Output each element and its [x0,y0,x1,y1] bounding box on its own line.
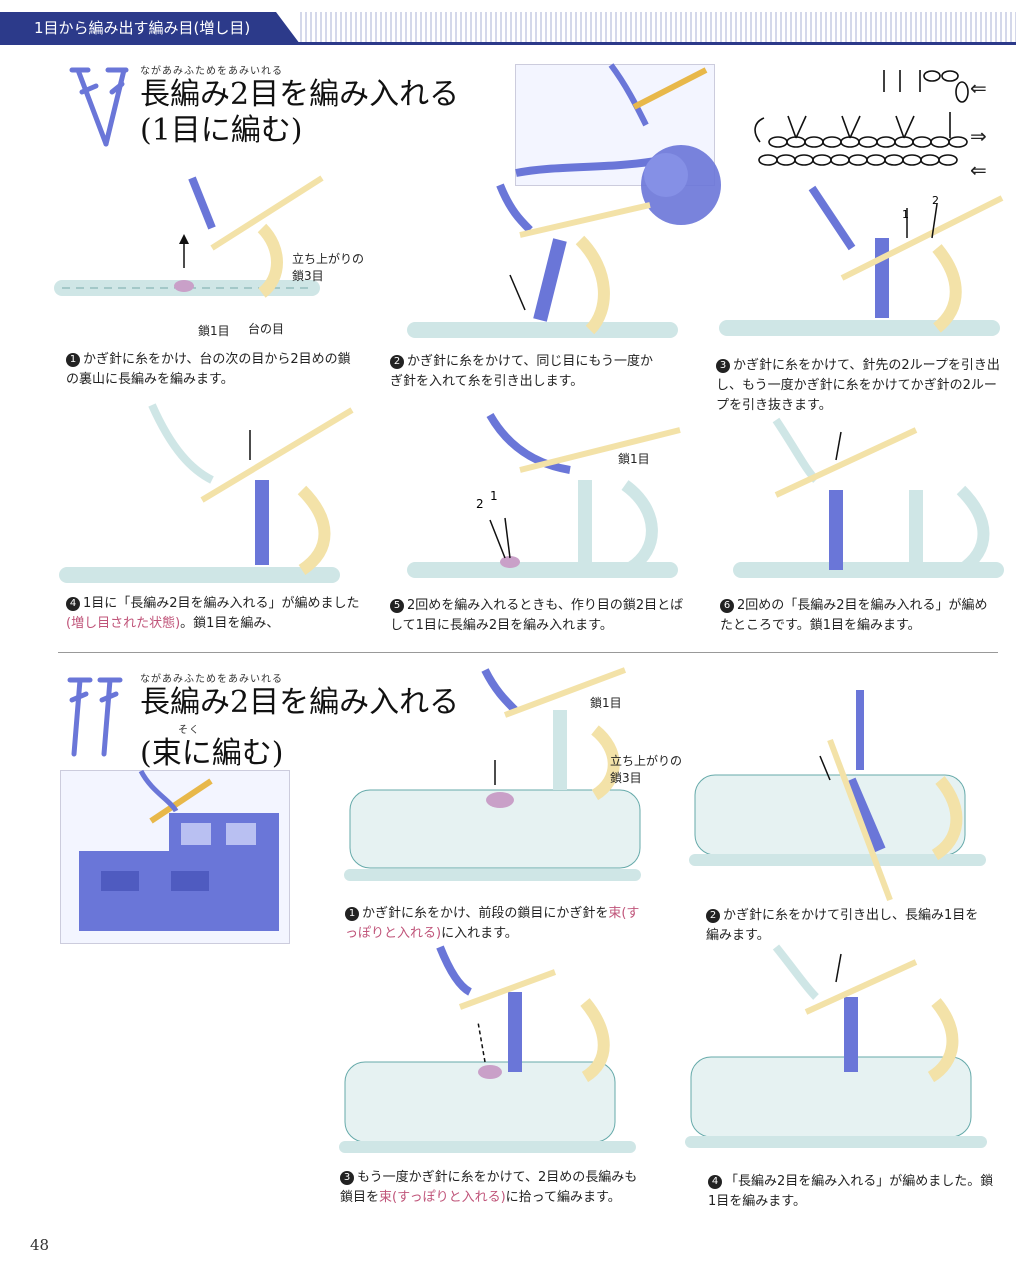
section1-subtitle: (1目に編む) [140,113,303,148]
row-direction-left-icon: ⇐ [970,76,987,100]
illustration-s1-step3: 1 2 [719,185,1004,336]
arrow-num-2b: 2 [476,497,484,511]
section2-subtitle: (束に編む) [140,736,284,771]
caption-text-b: に入れます。 [441,926,518,941]
step-number: 3 [340,1171,354,1185]
section1-heading: ながあみふためをあみいれる 長編み2目を編み入れる (1目に編む) [140,62,459,149]
section-divider [58,652,998,653]
illustration-s1-step5: 2 1 [407,412,681,578]
section2-title: 長編み2目を編み入れる [140,685,460,720]
caption-highlight: 束(すっぽりと入れる) [379,1190,506,1205]
caption-text: 1目に「長編み2目を編み入れる」が編めました [83,596,360,611]
caption-text-b: に拾って編みます。 [505,1190,621,1205]
step-number: 5 [390,599,404,613]
label-chain-1-b: 鎖1目 [618,452,650,466]
double-crochet-symbol-v [69,67,129,147]
chapter-tab: 1目から編み出す編み目(増し目) [0,12,300,44]
illustration-s1-step6 [733,417,1004,578]
caption-text: 「長編み2目を編み入れる」が編めました。鎖1目を編みます。 [708,1174,994,1209]
chapter-title: 1目から編み出す編み目(増し目) [34,19,251,37]
step-number: 3 [716,359,730,373]
label-chain-1: 鎖1目 [198,324,230,338]
caption-text: かぎ針に糸をかけ、前段の鎖目にかぎ針を [362,906,609,921]
step-number: 2 [390,355,404,369]
step-number: 6 [720,599,734,613]
header-rule [0,42,1016,45]
illustration-s1-step1 [54,175,324,298]
caption-text: かぎ針に糸をかけ、台の次の目から2目めの鎖の裏山に長編みを編みます。 [66,352,351,387]
label-base-stitch: 台の目 [248,322,285,336]
arrow-num-1: 1 [902,208,909,221]
double-crochet-bundle-symbol [67,677,123,757]
illustration-s2-step4 [685,944,987,1148]
caption-text: 2回めを編み入れるときも、作り目の鎖2目とばして1目に長編み2目を編み入れます。 [390,598,684,633]
caption-text: 2回めの「長編み2目を編み入れる」が編めたところです。鎖1目を編みます。 [720,598,988,633]
arrow-num-2: 2 [932,194,939,207]
caption-highlight: 束(すっぽりと入れる) [345,906,640,941]
illustration-s2-step2 [689,690,986,902]
label-s2-standing-chain-3: 立ち上がりの 鎖3目 [610,754,683,785]
caption-text: かぎ針に糸をかけて、同じ目にもう一度かぎ針を入れて糸を引き出します。 [390,354,653,389]
caption-text: かぎ針に糸をかけて、針先の2ループを引き出し、もう一度かぎ針に糸をかけてかぎ針の… [716,358,1000,413]
caption-text: かぎ針に糸をかけて引き出し、長編み1目を編みます。 [706,908,979,943]
step-number: 4 [66,597,80,611]
caption-highlight: (増し目された状態) [66,616,181,631]
caption-text-b: 。鎖1目を編み、 [180,616,280,631]
illustration-s2-step1 [344,667,641,881]
section2-subtitle-ruby: そく [178,725,200,736]
stitch-chart [754,70,969,166]
step-number: 2 [706,909,720,923]
illustration-s1-step4 [59,403,354,583]
section1-ruby: ながあみふためをあみいれる [140,66,283,77]
section2-heading: ながあみふためをあみいれる 長編み2目を編み入れる そく (束に編む) [140,670,459,772]
label-standing-chain-3: 立ち上がりの 鎖3目 [292,252,365,283]
arrow-num-1b: 1 [490,489,498,503]
row-direction-right-icon: ⇒ [970,124,987,148]
illustration-s1-step2 [407,183,678,338]
photo-bundle-swatch [60,769,290,944]
page-number: 48 [30,1236,50,1254]
header-stripes [300,12,1016,42]
caption-s2-step4: 4「長編み2目を編み入れる」が編めました。鎖1目を編みます。 [708,1172,998,1212]
photo-step-swatch-1 [515,63,721,225]
section2-ruby: ながあみふためをあみいれる [140,674,283,685]
step-number: 1 [66,353,80,367]
step-number: 1 [345,907,359,921]
step-number: 4 [708,1175,722,1189]
label-s2-chain-1: 鎖1目 [590,696,622,710]
caption-text: もう一度かぎ針に糸をかけて、2目めの長編みも鎖目を [340,1170,638,1205]
section1-title: 長編み2目を編み入れる [140,77,460,112]
illustration-s2-step3 [339,945,636,1153]
row-direction-left-icon-2: ⇐ [970,158,987,182]
